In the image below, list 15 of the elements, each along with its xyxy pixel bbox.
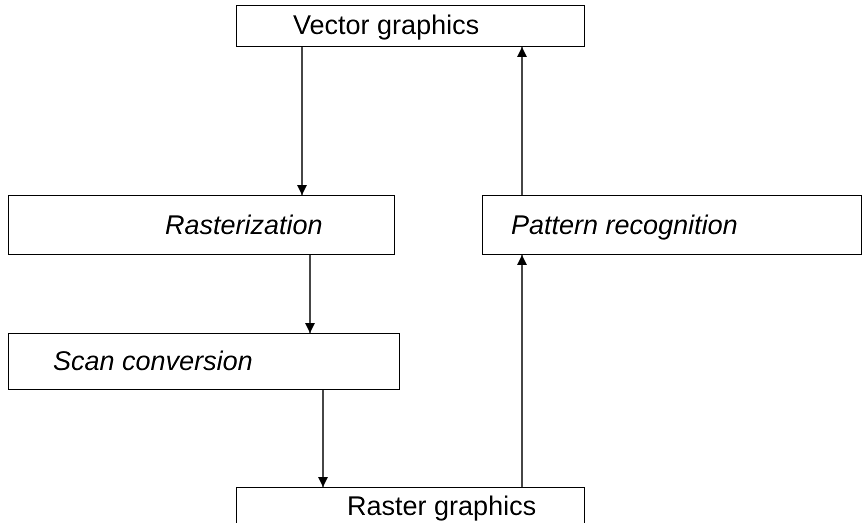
arrow [305,255,315,333]
box-label: Scan conversion [53,348,253,375]
box-label: Pattern recognition [511,212,738,239]
process-box [236,5,585,47]
box-label: Raster graphics [347,493,536,520]
arrow [297,47,307,195]
arrow [517,255,527,487]
process-box [8,333,400,390]
arrow [517,47,527,195]
process-box [482,195,862,255]
arrow [318,390,328,487]
box-label: Rasterization [165,212,323,239]
box-label: Vector graphics [293,12,480,39]
process-box [236,487,585,523]
process-box [8,195,395,255]
